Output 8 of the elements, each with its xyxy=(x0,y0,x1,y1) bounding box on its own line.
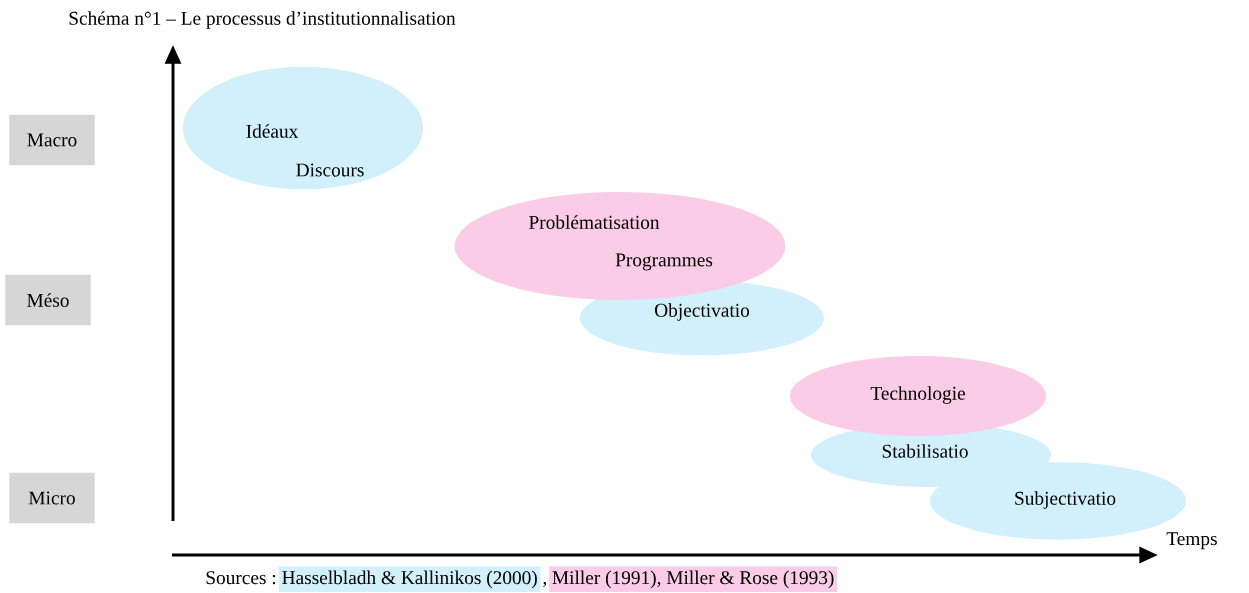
level-box: Micro xyxy=(9,472,95,524)
source-reference: Hasselbladh & Kallinikos (2000) xyxy=(278,566,541,592)
title: Schéma n°1 – Le processus d’institutionnalisation xyxy=(69,11,456,29)
level-box: Macro xyxy=(9,114,95,166)
source-note: Sources : xyxy=(206,571,276,585)
level-box: Méso xyxy=(5,274,91,326)
source-reference: Miller (1991), Miller & Rose (1993) xyxy=(549,566,838,592)
source-note: , xyxy=(543,582,547,587)
